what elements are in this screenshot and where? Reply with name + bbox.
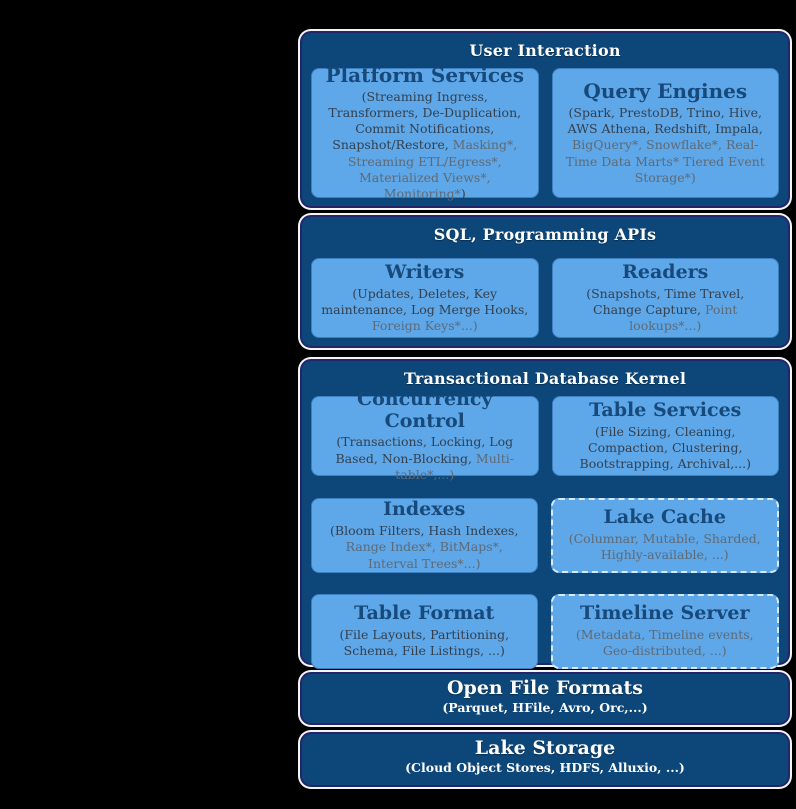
- box-writers: Writers (Updates, Deletes, Key maintenan…: [311, 258, 539, 338]
- box-body-table-services: (File Sizing, Cleaning, Compaction, Clus…: [561, 424, 771, 473]
- platform-services-upcoming-list: Masking*, Streaming ETL/Egress*, Materia…: [347, 137, 518, 202]
- kernel-row-2: Indexes (Bloom Filters, Hash Indexes, Ra…: [302, 484, 788, 573]
- architecture-diagram: User Interaction Platform Services (Stre…: [300, 31, 790, 787]
- box-body-table-format: (File Layouts, Partitioning, Schema, Fil…: [320, 627, 529, 660]
- section-open-file-formats: Open File Formats (Parquet, HFile, Avro,…: [300, 672, 790, 725]
- box-body-platform-services: (Streaming Ingress, Transformers, De-Dup…: [320, 89, 530, 203]
- concurrency-control-upcoming-list: Multi-table*,...): [395, 450, 515, 482]
- box-platform-services: Platform Services (Streaming Ingress, Tr…: [311, 63, 539, 201]
- readers-upcoming-list: Point lookups*...): [629, 301, 738, 334]
- platform-services-core-list: (Streaming Ingress, Transformers, De-Dup…: [328, 88, 522, 153]
- query-engines-upcoming-list: BigQuery*, Snowflake*, Real-Time Data Ma…: [565, 137, 765, 185]
- box-title-concurrency-control: Concurrency Control: [356, 387, 493, 432]
- section-title-open-file-formats: Open File Formats: [446, 677, 643, 699]
- platform-services-close-paren: ): [460, 186, 466, 202]
- indexes-upcoming-list: Range Index*, BitMaps*, Interval Trees*.…: [345, 539, 503, 571]
- box-body-timeline-server: (Metadata, Timeline events, Geo-distribu…: [561, 627, 770, 660]
- table-format-core-list: (File Layouts, Partitioning, Schema, Fil…: [339, 627, 510, 659]
- box-table-format: Table Format (File Layouts, Partitioning…: [311, 594, 538, 669]
- box-timeline-server: Timeline Server (Metadata, Timeline even…: [550, 594, 779, 669]
- box-title-timeline-server: Timeline Server: [580, 602, 750, 625]
- box-title-query-engines: Query Engines: [583, 78, 748, 103]
- box-title-table-services: Table Services: [589, 398, 742, 421]
- box-readers: Readers (Snapshots, Time Travel, Change …: [551, 258, 779, 338]
- box-title-indexes: Indexes: [383, 498, 466, 521]
- box-table-services: Table Services (File Sizing, Cleaning, C…: [551, 396, 779, 476]
- section-title-user-interaction: User Interaction: [469, 41, 621, 60]
- section-transactional-database-kernel: Transactional Database Kernel Concurrenc…: [300, 359, 790, 669]
- section-lake-storage: Lake Storage (Cloud Object Stores, HDFS,…: [300, 732, 790, 787]
- query-engines-core-list: (Spark, PrestoDB, Trino, Hive, AWS Athen…: [567, 104, 763, 137]
- writers-core-list: (Updates, Deletes, Key maintenance, Log …: [321, 285, 529, 317]
- open-file-formats-list: (Parquet, HFile, Avro, Orc,...): [442, 699, 648, 715]
- concurrency-control-core-list: (Transactions, Locking, Log Based, Non-B…: [335, 434, 514, 466]
- box-title-lake-cache: Lake Cache: [603, 506, 726, 529]
- box-body-lake-cache: (Columnar, Mutable, Sharded, Highly-avai…: [561, 531, 770, 564]
- kernel-row-3: Table Format (File Layouts, Partitioning…: [302, 581, 788, 669]
- box-title-table-format: Table Format: [354, 602, 495, 625]
- box-body-indexes: (Bloom Filters, Hash Indexes, Range Inde…: [320, 523, 529, 572]
- box-lake-cache: Lake Cache (Columnar, Mutable, Sharded, …: [550, 498, 779, 573]
- box-query-engines: Query Engines (Spark, PrestoDB, Trino, H…: [551, 68, 779, 198]
- box-title-writers: Writers: [385, 260, 465, 283]
- box-body-writers: (Updates, Deletes, Key maintenance, Log …: [320, 286, 530, 335]
- lake-cache-upcoming-list: (Columnar, Mutable, Sharded, Highly-avai…: [568, 531, 761, 563]
- box-body-query-engines: (Spark, PrestoDB, Trino, Hive, AWS Athen…: [561, 105, 771, 186]
- sql-apis-boxes: Writers (Updates, Deletes, Key maintenan…: [302, 252, 788, 338]
- writers-upcoming-list: Foreign Keys*...): [371, 318, 478, 334]
- readers-core-list: (Snapshots, Time Travel, Change Capture,: [586, 285, 745, 317]
- box-title-platform-services: Platform Services: [325, 62, 525, 87]
- box-title-readers: Readers: [622, 260, 709, 283]
- section-title-sql-programming-apis: SQL, Programming APIs: [433, 225, 657, 244]
- section-user-interaction: User Interaction Platform Services (Stre…: [300, 31, 790, 208]
- box-body-concurrency-control: (Transactions, Locking, Log Based, Non-B…: [320, 434, 530, 483]
- section-title-lake-storage: Lake Storage: [474, 737, 616, 759]
- user-interaction-boxes: Platform Services (Streaming Ingress, Tr…: [302, 63, 788, 201]
- section-sql-programming-apis: SQL, Programming APIs Writers (Updates, …: [300, 215, 790, 348]
- box-concurrency-control: Concurrency Control (Transactions, Locki…: [311, 388, 539, 482]
- kernel-row-1: Concurrency Control (Transactions, Locki…: [302, 388, 788, 482]
- box-body-readers: (Snapshots, Time Travel, Change Capture,…: [561, 286, 771, 335]
- indexes-core-list: (Bloom Filters, Hash Indexes,: [330, 523, 519, 539]
- lake-storage-list: (Cloud Object Stores, HDFS, Alluxio, ...…: [405, 759, 685, 775]
- section-title-transactional-database-kernel: Transactional Database Kernel: [403, 369, 687, 388]
- timeline-server-upcoming-list: (Metadata, Timeline events, Geo-distribu…: [575, 627, 754, 659]
- box-indexes: Indexes (Bloom Filters, Hash Indexes, Ra…: [311, 498, 538, 573]
- table-services-core-list: (File Sizing, Cleaning, Compaction, Clus…: [579, 423, 751, 472]
